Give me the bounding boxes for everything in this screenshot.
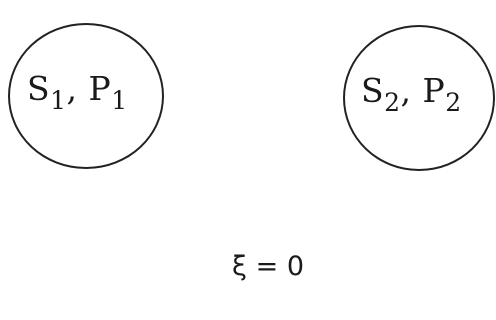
state-separator-2: ,: [400, 71, 423, 110]
state-circle-2: [343, 25, 495, 171]
state-symbol-p1: P: [88, 69, 112, 108]
state-subscript-p2: 2: [445, 88, 462, 117]
state-label-1: S1, P1: [27, 69, 128, 113]
state-symbol-s2: S: [361, 71, 385, 110]
parameter-label: ξ = 0: [232, 251, 305, 282]
state-circle-1: [8, 23, 164, 169]
state-label-2: S2, P2: [361, 71, 462, 115]
state-subscript-s2: 2: [384, 88, 401, 117]
state-symbol-s1: S: [27, 69, 51, 108]
state-symbol-p2: P: [422, 71, 446, 110]
state-subscript-s1: 1: [50, 86, 67, 115]
state-separator-1: ,: [66, 69, 89, 108]
state-subscript-p1: 1: [111, 86, 128, 115]
